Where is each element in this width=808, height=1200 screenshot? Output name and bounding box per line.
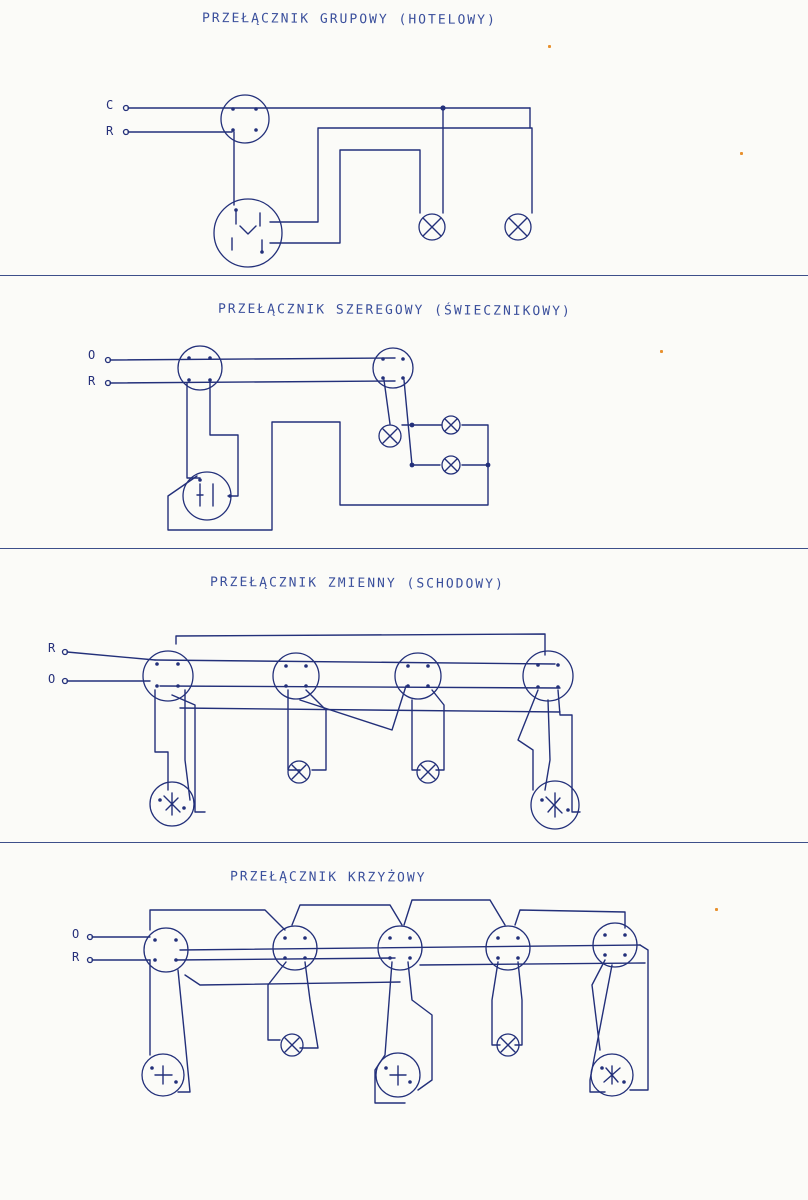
- switch-icon: [182, 471, 232, 521]
- paper-speck: [715, 908, 718, 911]
- lamp-icon: [378, 424, 402, 448]
- junction-box-icon: [485, 925, 531, 971]
- panel-4-diagram: [86, 899, 649, 1104]
- switch-icon: [530, 780, 580, 830]
- paper-speck: [548, 45, 551, 48]
- switch-icon: [141, 1053, 185, 1097]
- panel-1-terminal-top: C: [106, 98, 114, 112]
- panel-4-terminal-bottom: R: [72, 950, 80, 964]
- junction-box-icon: [522, 650, 574, 702]
- panel-2-terminal-top: O: [88, 348, 96, 362]
- paper-speck: [740, 152, 743, 155]
- paper-speck: [660, 350, 663, 353]
- junction-box-icon: [592, 922, 638, 968]
- panel-2-diagram: [104, 345, 491, 531]
- switch-icon: [213, 198, 283, 268]
- junction-box-icon: [177, 345, 223, 391]
- junction-box-icon: [272, 925, 318, 971]
- panel-divider: [0, 275, 808, 276]
- lamp-icon: [441, 455, 461, 475]
- lamp-icon: [418, 213, 446, 241]
- switch-icon: [590, 1053, 634, 1097]
- junction-box-icon: [272, 652, 320, 700]
- junction-box-icon: [377, 925, 423, 971]
- switch-icon: [149, 781, 195, 827]
- panel-3-diagram: [61, 633, 581, 830]
- lamp-icon: [441, 415, 461, 435]
- lamp-icon: [280, 1033, 304, 1057]
- junction-box-icon: [142, 650, 194, 702]
- lamp-icon: [287, 760, 311, 784]
- junction-box-icon: [394, 652, 442, 700]
- lamp-icon: [496, 1033, 520, 1057]
- panel-1-terminal-bottom: R: [106, 124, 114, 138]
- junction-box-icon: [220, 94, 270, 144]
- junction-box-icon: [372, 347, 414, 389]
- panel-divider: [0, 548, 808, 549]
- lamp-icon: [504, 213, 532, 241]
- switch-icon: [375, 1052, 421, 1098]
- lamp-icon: [416, 760, 440, 784]
- panel-4-terminal-top: O: [72, 927, 80, 941]
- panel-2-terminal-bottom: R: [88, 374, 96, 388]
- panel-3-terminal-top: R: [48, 641, 56, 655]
- junction-box-icon: [143, 927, 189, 973]
- panel-3-terminal-bottom: O: [48, 672, 56, 686]
- panel-divider: [0, 842, 808, 843]
- panel-1-diagram: [122, 94, 533, 268]
